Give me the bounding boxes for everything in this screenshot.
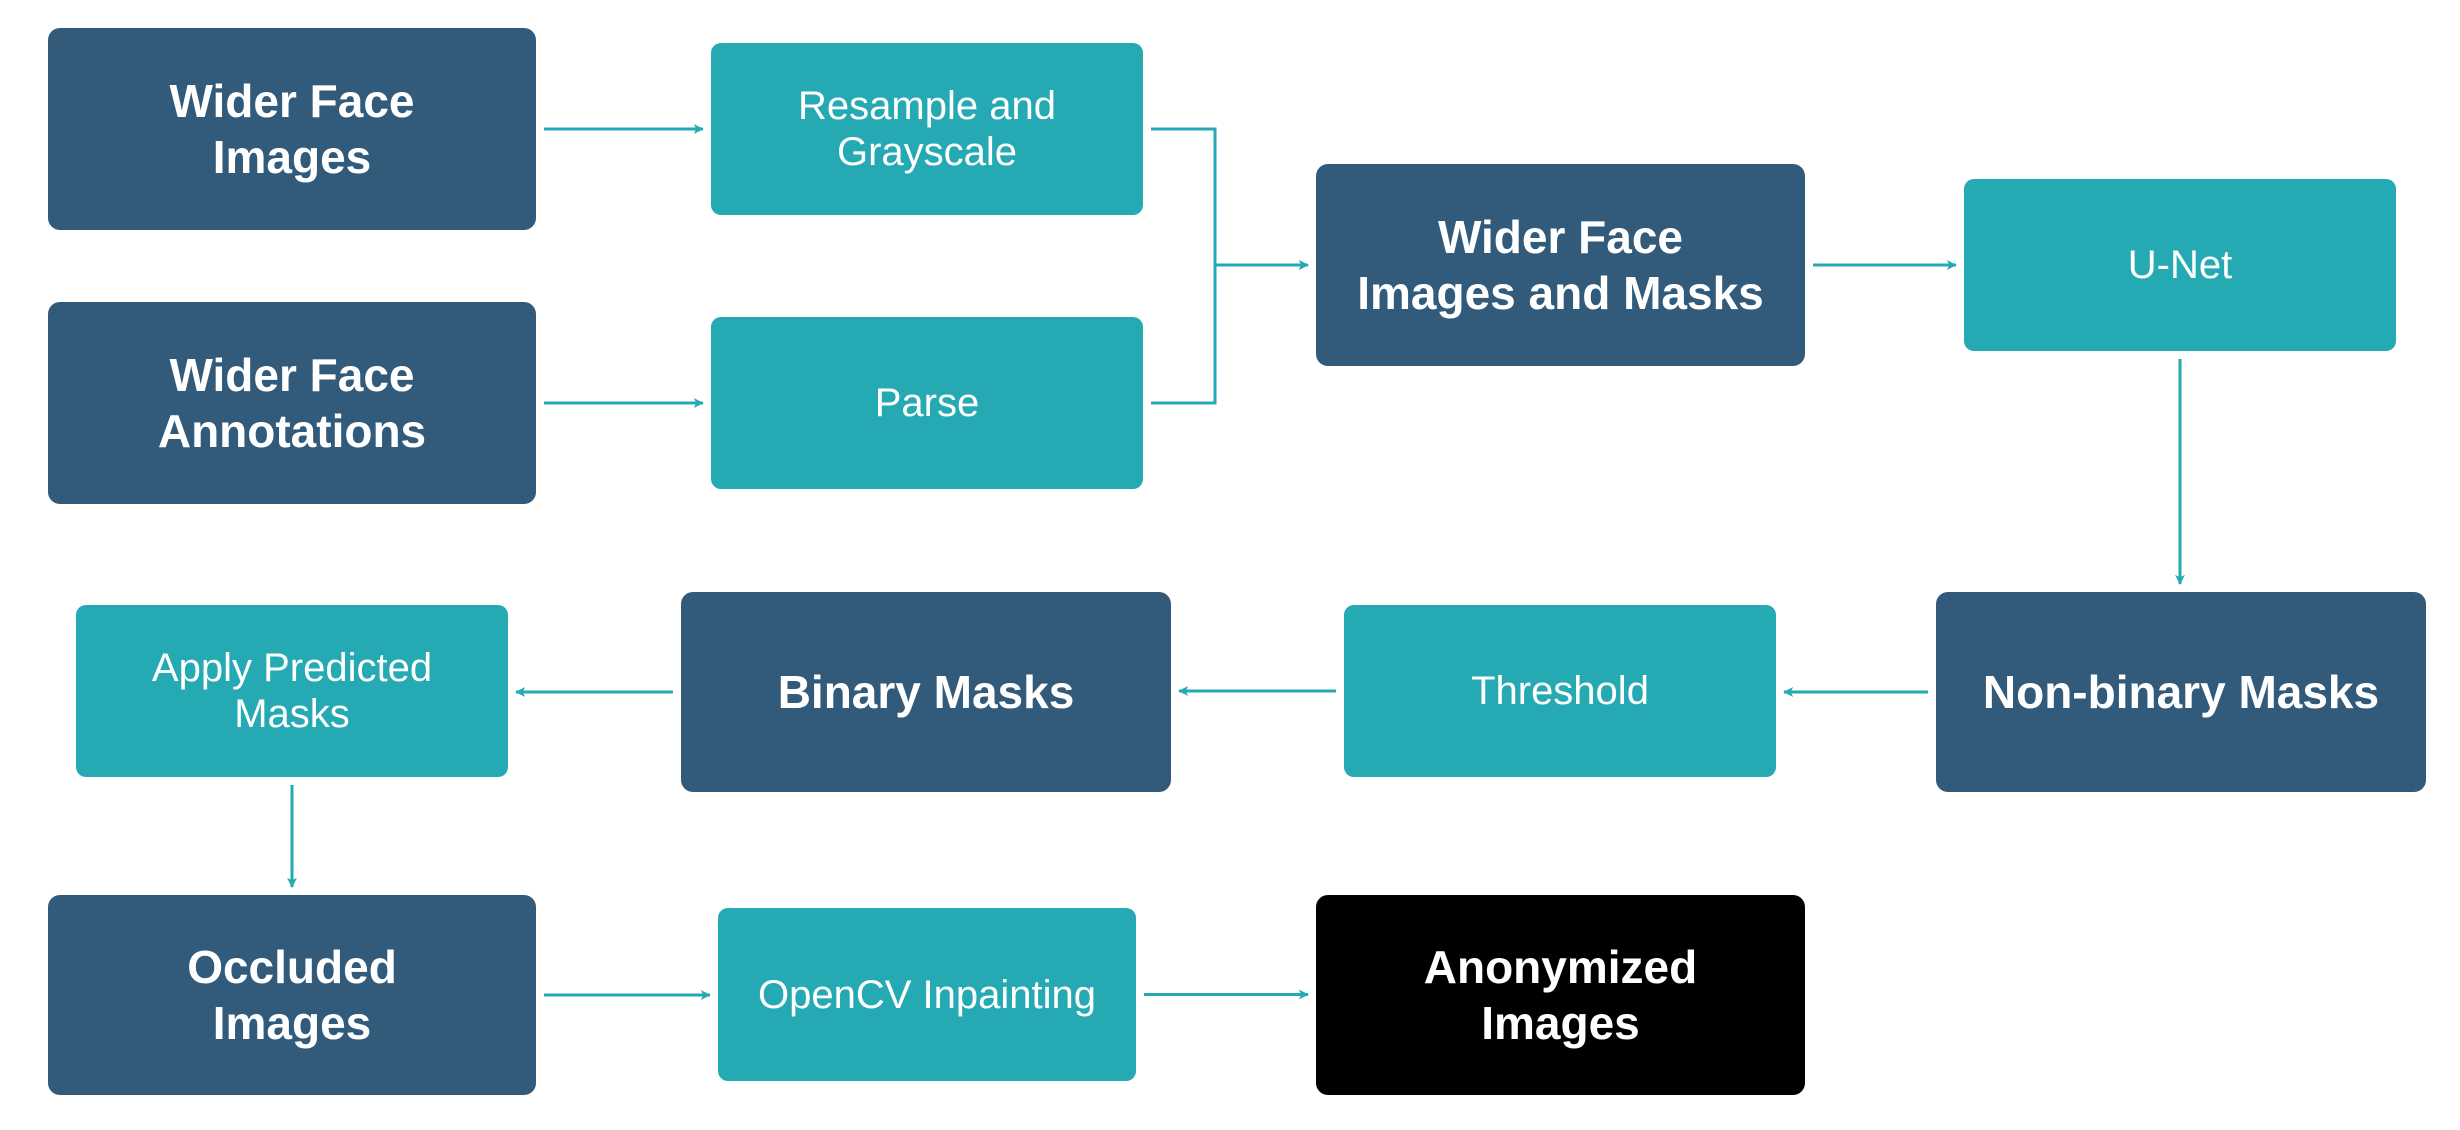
node-wider-face-annotations: Wider Face Annotations [48, 302, 536, 504]
arrow-resample-grayscale-to-wider-face-images-masks [1151, 127, 1309, 270]
node-parse: Parse [711, 317, 1143, 489]
node-apply-predicted-masks: Apply Predicted Masks [76, 605, 508, 777]
node-binary-masks: Binary Masks [681, 592, 1171, 792]
node-wider-face-images-and-masks: Wider Face Images and Masks [1316, 164, 1805, 366]
node-u-net: U-Net [1964, 179, 2396, 351]
node-wider-face-images: Wider Face Images [48, 28, 536, 230]
arrow-parse-to-wider-face-images-masks [1151, 260, 1309, 405]
node-occluded-images: Occluded Images [48, 895, 536, 1095]
node-anonymized-images: Anonymized Images [1316, 895, 1805, 1095]
node-resample-and-grayscale: Resample and Grayscale [711, 43, 1143, 215]
node-non-binary-masks: Non-binary Masks [1936, 592, 2426, 792]
node-threshold: Threshold [1344, 605, 1776, 777]
node-opencv-inpainting: OpenCV Inpainting [718, 908, 1136, 1081]
